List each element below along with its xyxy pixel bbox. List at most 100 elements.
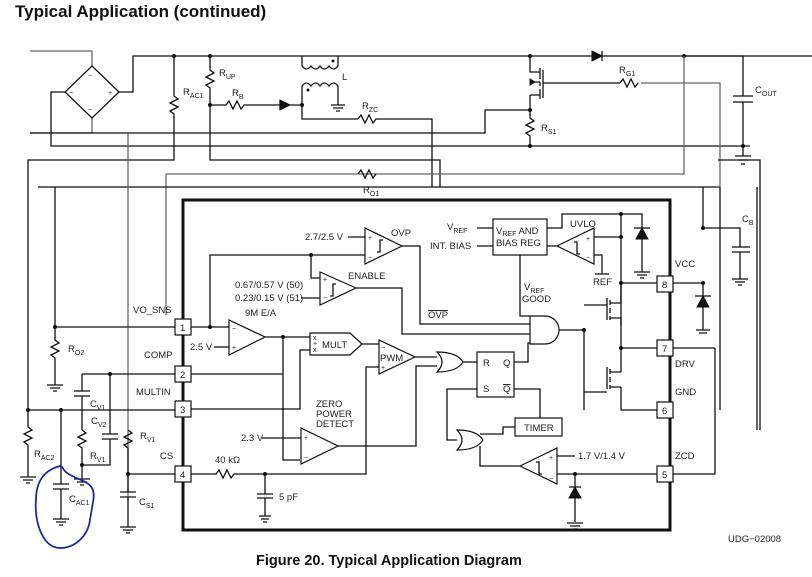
- svg-text:4: 4: [180, 470, 185, 481]
- pin-5-name: ZCD: [675, 451, 695, 462]
- r-v1-b: [122, 429, 175, 475]
- svg-text:3: 3: [180, 405, 185, 416]
- pwm-label: PWM: [380, 353, 403, 364]
- driver-fet-high: [584, 283, 622, 348]
- svg-text:−: −: [304, 455, 308, 462]
- page-title: Typical Application (continued): [15, 2, 267, 21]
- pin-3: 3: [174, 400, 192, 418]
- r-ac2-label: RAC2: [34, 449, 55, 462]
- ea-ref: 2.5 V: [190, 342, 213, 353]
- svg-text:+: +: [368, 235, 372, 242]
- vcc-feed: [718, 159, 761, 430]
- svg-text:~: ~: [88, 73, 92, 80]
- zpd-line2: POWER: [316, 409, 352, 420]
- ovp-label: OVP: [391, 228, 411, 239]
- svg-text:x: x: [313, 347, 317, 354]
- svg-text:+: +: [313, 341, 317, 348]
- pin-6: 6: [656, 401, 674, 419]
- and-gate: [529, 315, 560, 345]
- svg-text:+: +: [549, 455, 553, 462]
- latch-q: Q: [503, 358, 510, 369]
- enable-ref-2: 0.23/0.15 V (51): [235, 293, 303, 304]
- enable-ref-1: 0.67/0.57 V (50): [235, 280, 303, 291]
- r-up-label: RUP: [219, 68, 236, 81]
- enable-comparator: +−: [319, 271, 358, 306]
- output-sense-line: [165, 56, 685, 315]
- svg-text:~: ~: [88, 107, 92, 114]
- c-b-label: CB: [742, 214, 754, 227]
- ac-line-top: [30, 50, 93, 66]
- zcd-clamp-zener: [567, 474, 583, 530]
- svg-text:−: −: [586, 255, 590, 262]
- svg-text:8: 8: [662, 280, 667, 291]
- mosfet-q1: [529, 56, 620, 110]
- driver-fet-low: [584, 348, 657, 411]
- drawing-id: UDG−02008: [728, 534, 781, 545]
- r-ac1: [27, 56, 180, 410]
- uvlo-comparator: +−: [555, 227, 595, 265]
- mult-label: MULT: [322, 340, 347, 351]
- vcc-ext-zener: [695, 294, 711, 308]
- pwm-comparator: −+: [378, 339, 417, 375]
- inductor-l: [301, 56, 358, 120]
- pin-8: 8: [656, 275, 674, 293]
- r-g1: [619, 77, 639, 89]
- c-v2-label: CV2: [91, 416, 107, 429]
- r-b: [210, 99, 280, 111]
- pin-3-name: MULTIN: [136, 387, 171, 398]
- multiplier: x+x: [309, 332, 363, 356]
- vref-good-line2: GOOD: [522, 294, 551, 305]
- c-b: [702, 187, 750, 286]
- ground-icon: [735, 146, 751, 165]
- latch-s: S: [483, 384, 489, 395]
- vref-good-line1: VREF: [524, 282, 544, 295]
- l-label: L: [342, 72, 347, 83]
- ovp-bar-label: OVP: [428, 310, 448, 321]
- ac-line-bottom: [30, 118, 93, 134]
- int-bias: INT. BIAS: [430, 241, 471, 252]
- timer-label: TIMER: [524, 423, 554, 434]
- bias-reg-line1: VREF AND: [496, 226, 539, 238]
- svg-text:−: −: [232, 326, 236, 333]
- c-5pf-label: 5 pF: [279, 492, 298, 503]
- return-bus: [50, 91, 750, 147]
- r-b-label: RB: [232, 88, 244, 101]
- svg-text:−: −: [549, 476, 553, 483]
- r-up: [204, 56, 721, 410]
- annotation-circle: [34, 465, 95, 549]
- svg-text:+: +: [232, 345, 236, 352]
- svg-text:5: 5: [662, 470, 667, 481]
- pin-2-name: COMP: [144, 350, 173, 361]
- svg-text:−: −: [69, 90, 73, 97]
- uvlo-label: UVLO: [570, 219, 596, 230]
- svg-text:x: x: [313, 335, 317, 342]
- svg-text:6: 6: [662, 406, 667, 417]
- r-o1: [357, 168, 377, 180]
- c-s1: [120, 474, 136, 534]
- ovp-ref: 2.7/2.5 V: [305, 232, 344, 243]
- svg-text:+: +: [586, 236, 590, 243]
- svg-text:1: 1: [180, 323, 185, 334]
- or-gate-set: [455, 429, 484, 451]
- svg-text:−: −: [323, 295, 327, 302]
- r-o2: [47, 327, 63, 392]
- c-v1: [74, 373, 175, 430]
- vref-in: VREF: [447, 222, 467, 235]
- svg-text:+: +: [108, 90, 112, 97]
- r-v1-a: [74, 429, 90, 486]
- zcd-ref: 1.7 V/1.4 V: [578, 451, 626, 462]
- rs-latch: [476, 351, 515, 398]
- r-v1-a-label: RV1: [90, 451, 106, 464]
- enable-output: [356, 287, 530, 335]
- pin-7-name: DRV: [675, 359, 696, 370]
- c-v2: [82, 374, 118, 466]
- zpd-ref: 2.3 V: [241, 433, 264, 444]
- svg-text:2: 2: [180, 370, 185, 381]
- pin-4-name: CS: [160, 451, 173, 462]
- c-ac1: [53, 410, 69, 526]
- controller-ic: [181, 198, 672, 532]
- boost-diode: [591, 50, 604, 62]
- c-ac1-label: CAC1: [69, 494, 90, 507]
- error-amplifier: −+: [228, 319, 267, 356]
